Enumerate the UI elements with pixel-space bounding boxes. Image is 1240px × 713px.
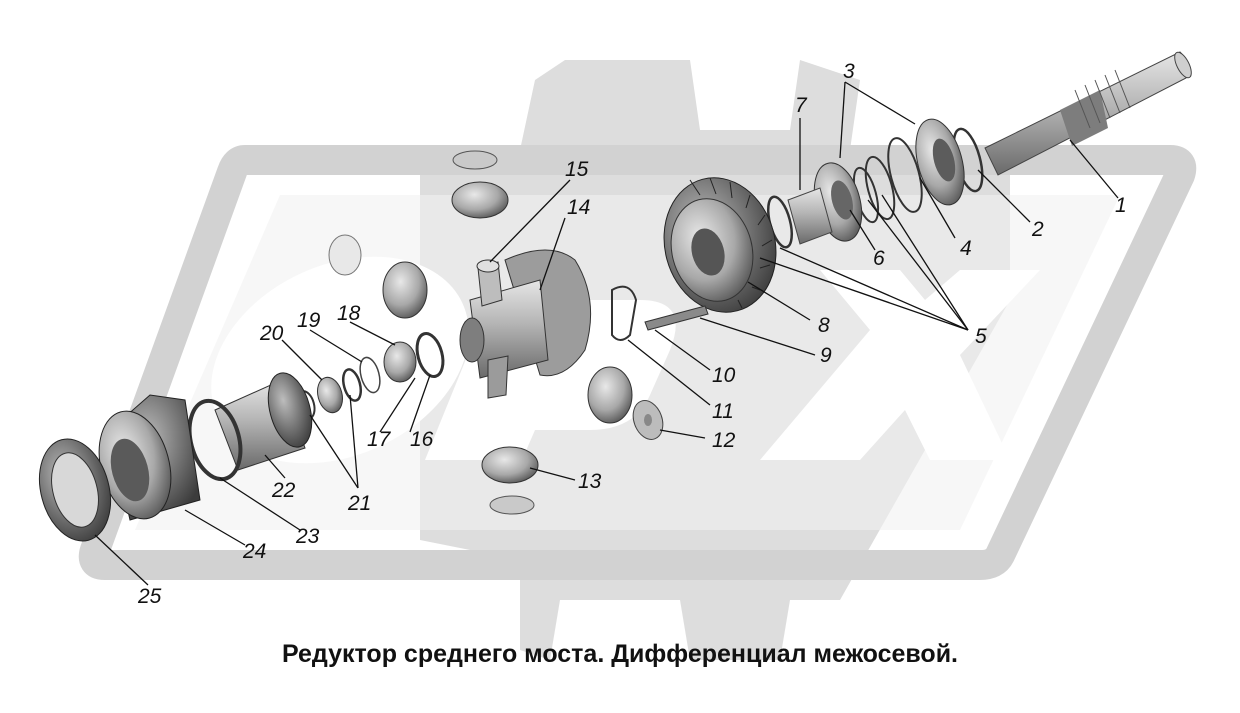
callout-11: 11 — [712, 400, 734, 423]
callout-7: 7 — [795, 94, 808, 117]
callout-9: 9 — [820, 344, 832, 367]
callout-24: 24 — [242, 540, 266, 563]
callout-18: 18 — [337, 302, 361, 325]
leader-lines — [94, 81, 1119, 586]
callout-17: 17 — [367, 428, 392, 451]
satellite-gears — [328, 150, 633, 424]
callout-4: 4 — [960, 237, 972, 260]
callout-25: 25 — [137, 585, 162, 608]
callout-6: 6 — [873, 247, 885, 270]
callout-8: 8 — [818, 314, 830, 337]
parts-16-21-small — [296, 332, 445, 420]
callout-15: 15 — [565, 158, 589, 181]
callout-3: 3 — [843, 60, 855, 83]
part-8-gear — [663, 177, 777, 313]
callout-12: 12 — [712, 429, 736, 452]
part-1-shaft — [984, 51, 1192, 176]
callout-21: 21 — [347, 492, 371, 515]
part-25-seal — [39, 438, 111, 542]
callout-2: 2 — [1031, 218, 1044, 241]
callout-14: 14 — [567, 196, 590, 219]
part-22-output-shaft — [214, 372, 313, 471]
part-3-bearing — [887, 118, 965, 213]
callout-23: 23 — [295, 525, 320, 548]
part-12-washer — [632, 400, 664, 440]
watermark-logo — [78, 60, 1197, 660]
callout-5: 5 — [975, 325, 987, 348]
part-13-satellite — [481, 446, 539, 515]
callout-labels: 1 2 3 4 5 6 7 8 9 10 11 12 13 14 15 16 1… — [137, 60, 1127, 608]
callout-16: 16 — [410, 428, 434, 451]
part-7-sleeve — [787, 187, 833, 245]
callout-13: 13 — [578, 470, 602, 493]
part-11-lock-plate — [611, 285, 638, 341]
callout-22: 22 — [271, 479, 296, 502]
callout-10: 10 — [712, 364, 736, 387]
part-14-15-housing — [459, 249, 592, 399]
diagram-caption: Редуктор среднего моста. Дифференциал ме… — [281, 640, 959, 668]
part-9-10-pins — [644, 305, 709, 331]
callout-19: 19 — [297, 309, 321, 332]
callout-20: 20 — [259, 322, 284, 345]
callout-1: 1 — [1115, 194, 1127, 217]
